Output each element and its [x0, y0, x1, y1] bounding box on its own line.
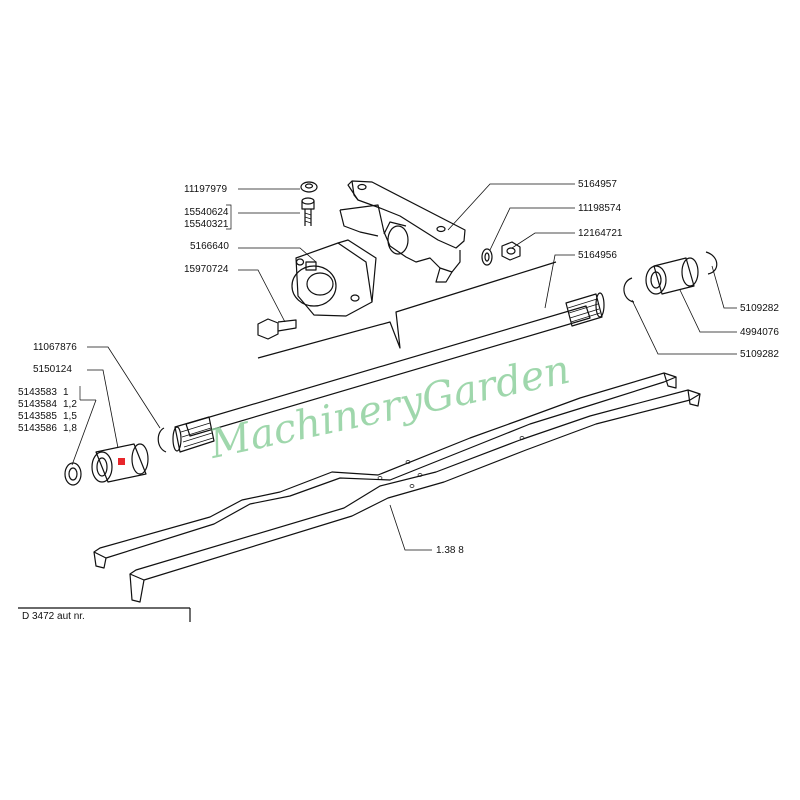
- leader-5164956: [544, 254, 575, 309]
- bracket-5143583-group: [79, 386, 96, 401]
- label-5109282-right: 5109282: [740, 303, 779, 314]
- shim-washer-5143583: [64, 462, 82, 486]
- label-5164956: 5164956: [578, 250, 617, 261]
- leader-11067876: [87, 346, 161, 429]
- leader-5109282-lower: [631, 299, 737, 355]
- snap-ring-5109282-left: [623, 277, 635, 303]
- leader-5150124: [87, 369, 119, 449]
- leader-15970724: [238, 269, 286, 323]
- label-11198574: 11198574: [578, 203, 621, 214]
- label-15970724: 15970724: [184, 264, 229, 275]
- label-12164721: 12164721: [578, 228, 623, 239]
- leader-lines: [71, 183, 737, 551]
- label-1-38-8: 1.38 8: [436, 545, 464, 556]
- label-5143583: 5143583: [18, 387, 57, 398]
- label-5164957: 5164957: [578, 179, 617, 190]
- label-5166640: 5166640: [190, 241, 229, 252]
- label-5143585-qty: 1,5: [63, 411, 77, 422]
- frame-1-38-8: [93, 372, 701, 603]
- label-5150124: 5150124: [33, 364, 72, 375]
- label-5143583-qty: 1: [63, 387, 69, 398]
- snap-ring-11067876: [157, 427, 167, 453]
- bracket-15540624-15540321: [226, 204, 232, 230]
- footer-ref-text: D 3472 aut nr.: [22, 611, 85, 622]
- label-5143585: 5143585: [18, 411, 57, 422]
- label-5143586-qty: 1,8: [63, 423, 77, 434]
- sleeve-4994076: [645, 257, 699, 295]
- shaft-5164956: [172, 292, 605, 453]
- leader-5109282-right: [711, 265, 737, 309]
- screw-15540624: [301, 197, 315, 226]
- label-15540624: 15540624: [184, 207, 229, 218]
- nut-12164721: [501, 241, 521, 261]
- leader-11198574: [489, 207, 575, 251]
- label-5109282-lower: 5109282: [740, 349, 779, 360]
- flange-bearing-5166640: [291, 239, 377, 317]
- snap-ring-5109282-right: [705, 251, 718, 275]
- label-11197979: 11197979: [184, 184, 227, 195]
- leader-1-38-8: [389, 504, 432, 551]
- leader-5166640: [238, 247, 317, 263]
- label-5143584: 5143584: [18, 399, 57, 410]
- leader-5143583-group: [71, 399, 97, 466]
- leader-4994076: [679, 289, 737, 333]
- leader-12164721: [511, 232, 575, 249]
- label-brackets: [79, 204, 232, 401]
- coupling-5150124: [91, 443, 149, 483]
- assembly-pointer: [257, 261, 557, 359]
- bracket-5164957: [339, 180, 466, 283]
- label-15540321: 15540321: [184, 219, 229, 230]
- nut-11197979: [300, 181, 318, 193]
- washer-11198574: [481, 248, 493, 266]
- watermark-text: MachineryGarden: [205, 347, 574, 468]
- leader-5164957: [447, 183, 575, 231]
- footer-reference: D 3472 aut nr.: [18, 607, 191, 622]
- bolt-15970724: [257, 318, 297, 340]
- label-11067876: 11067876: [33, 342, 77, 353]
- marker-dot: [118, 458, 125, 465]
- label-5143584-qty: 1,2: [63, 399, 77, 410]
- label-5143586: 5143586: [18, 423, 57, 434]
- part-labels: 11197979 15540624 15540321 5166640 15970…: [18, 179, 779, 556]
- label-4994076: 4994076: [740, 327, 779, 338]
